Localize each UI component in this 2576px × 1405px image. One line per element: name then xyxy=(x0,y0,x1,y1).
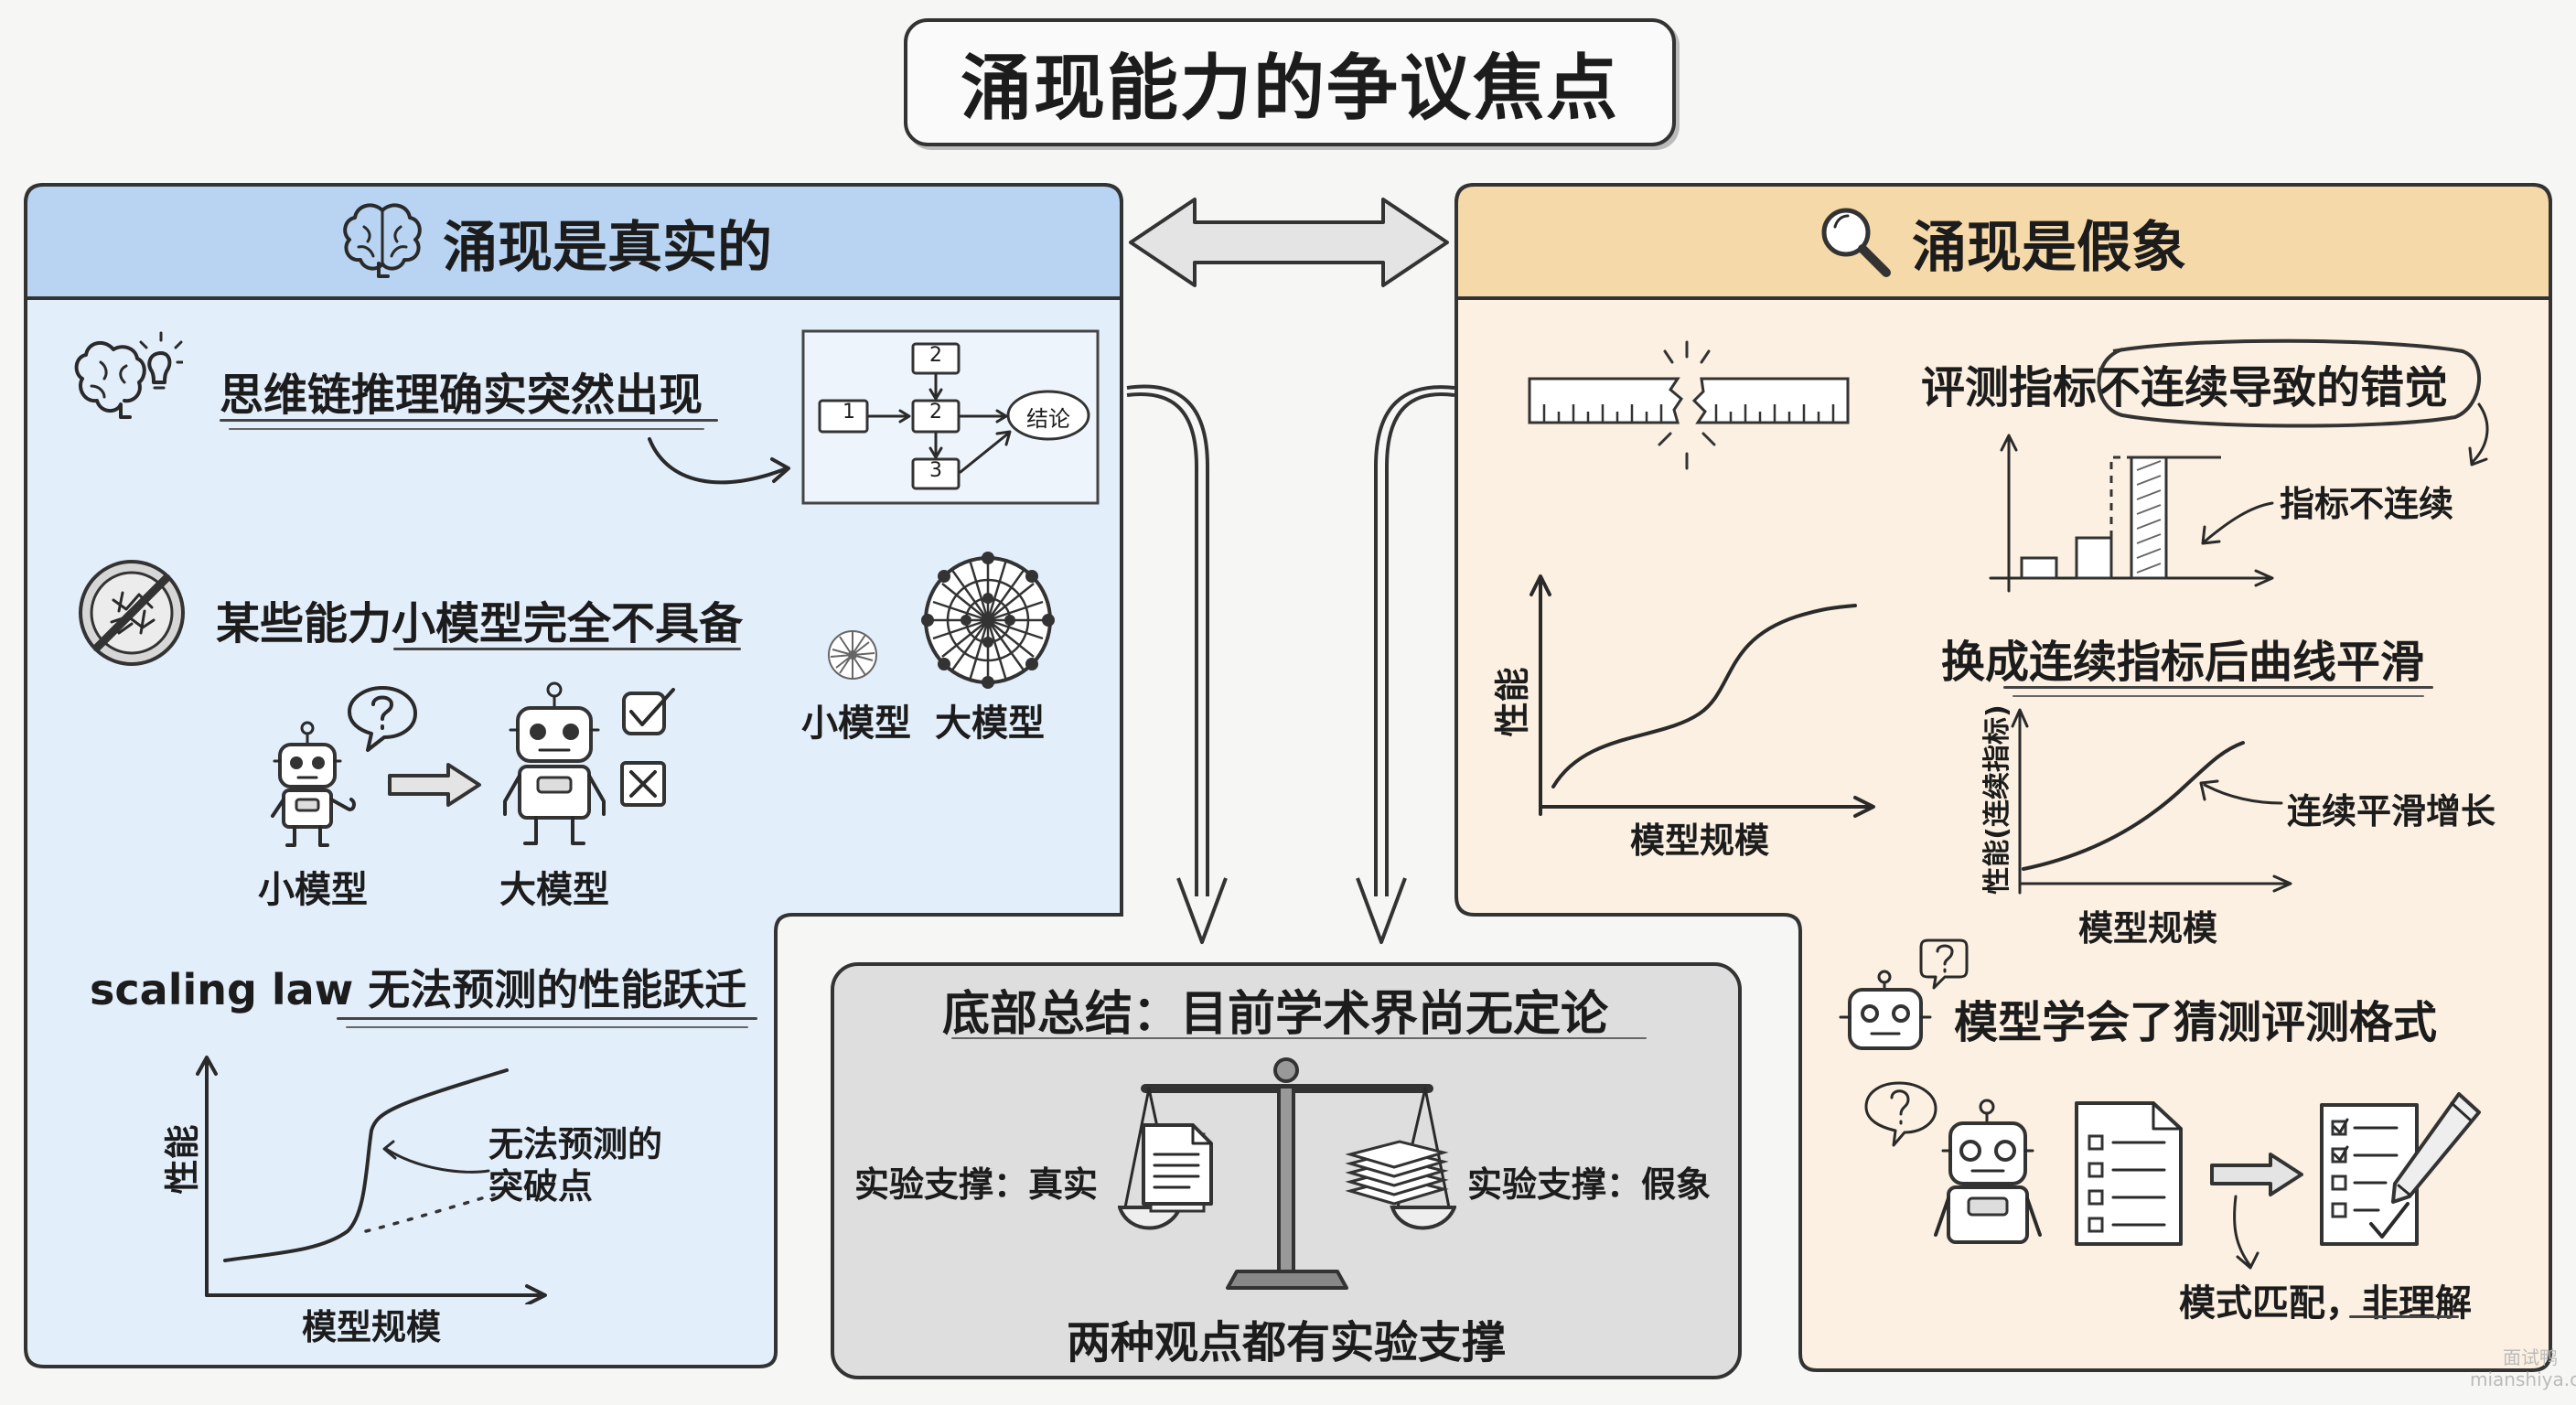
page-title: 涌现能力的争议焦点 xyxy=(960,48,1619,130)
flow-node-2-top-label: 2 xyxy=(929,344,942,367)
broken-ruler-icon xyxy=(1528,340,1850,470)
scale-icon xyxy=(1118,1057,1456,1290)
brain-icon xyxy=(343,203,422,278)
bar-3 xyxy=(2130,456,2168,580)
flow-node-3 xyxy=(911,457,961,490)
flow-node-2-mid xyxy=(911,399,961,434)
flow-node-conclusion xyxy=(1006,390,1090,441)
smooth-xlabel: 模型规模 xyxy=(2078,908,2218,949)
flow-node-3-label: 3 xyxy=(929,459,942,482)
left-header-title: 涌现是真实的 xyxy=(443,216,772,280)
left-section2-title: 某些能力小模型完全不具备 xyxy=(216,598,744,649)
smooth-ylabel: 性能(连续指标) xyxy=(1981,704,2013,895)
right-section3-caption: 模式匹配，非理解 xyxy=(2179,1282,2472,1325)
document-icon xyxy=(1142,1123,1213,1213)
breakthrough-pointer xyxy=(382,1140,490,1174)
right-arrow-icon xyxy=(388,763,481,807)
highlight-circle xyxy=(2097,338,2482,428)
small-robot-icon xyxy=(271,721,356,847)
magnifier-icon xyxy=(1821,208,1891,277)
left-section3-underline xyxy=(337,1017,757,1020)
jump-curve xyxy=(223,1068,509,1262)
flow-node-2-top xyxy=(911,342,961,375)
discontinuity-label: 指标不连续 xyxy=(2280,484,2454,524)
flow-node-1-label: 1 xyxy=(843,401,855,424)
small-network-label: 小模型 xyxy=(801,702,911,745)
watermark-line1: 面试鸭 xyxy=(2503,1346,2558,1368)
flow-arrow-curved xyxy=(648,437,790,485)
right-panel-frame xyxy=(1454,183,2552,1372)
page-title-box: 涌现能力的争议焦点 xyxy=(904,18,1676,146)
sigmoid-xlabel: 模型规模 xyxy=(1630,820,1770,861)
flow-node-1 xyxy=(818,399,869,434)
left-section2-underline xyxy=(393,648,741,650)
summary-right-label: 实验支撑：假象 xyxy=(1467,1164,1712,1205)
discontinuity-pointer xyxy=(2201,501,2274,545)
smooth-curve xyxy=(2022,741,2245,871)
left-section1-underline xyxy=(220,419,718,422)
bar-2 xyxy=(2075,536,2113,580)
check-icon xyxy=(622,688,675,735)
summary-left-label: 实验支撑：真实 xyxy=(854,1164,1099,1205)
no-symbol-icon xyxy=(79,560,185,666)
robot-question-icon xyxy=(1839,938,1969,1050)
sigmoid-ylabel: 性能 xyxy=(1492,667,1533,737)
left-section1-title: 思维链推理确实突然出现 xyxy=(220,370,703,421)
right-section3-title: 模型学会了猜测评测格式 xyxy=(1954,997,2438,1048)
large-network-label: 大模型 xyxy=(935,702,1045,745)
connector-arrows xyxy=(1126,384,1455,944)
watermark-line2: mianshiya.com xyxy=(2470,1368,2576,1390)
left-chart-ylabel: 性能 xyxy=(162,1124,203,1195)
small-model-label: 小模型 xyxy=(258,869,368,911)
caption-pointer xyxy=(2233,1195,2259,1270)
summary-title: 底部总结：目前学术界尚无定论 xyxy=(942,987,1609,1042)
cross-icon xyxy=(620,761,666,807)
smooth-chart xyxy=(2011,708,2292,895)
flow-node-conclusion-label: 结论 xyxy=(1026,406,1070,432)
extrapolation-line xyxy=(364,1193,496,1233)
discrete-bar-chart xyxy=(1989,434,2274,593)
right-arrow-icon-2 xyxy=(2210,1153,2303,1196)
paper-stack-icon xyxy=(1345,1140,1449,1206)
breakthrough-label-line1: 无法预测的 xyxy=(488,1124,663,1164)
bar-1 xyxy=(2020,556,2058,580)
left-section3-title: scaling law 无法预测的性能跃迁 xyxy=(90,965,747,1014)
highlight-arrow xyxy=(2468,402,2489,467)
thinking-robot-icon xyxy=(1864,1081,2042,1244)
jump-chart xyxy=(196,1056,547,1304)
sigmoid-curve xyxy=(1551,604,1857,788)
right-section1-title: 评测指标不连续导致的错觉 xyxy=(1921,362,2449,413)
checklist-icon xyxy=(2075,1101,2183,1246)
flow-node-2-mid-label: 2 xyxy=(929,401,942,424)
reasoning-flow-diagram xyxy=(801,329,1100,505)
left-chart-xlabel: 模型规模 xyxy=(302,1307,442,1347)
small-network-icon xyxy=(828,630,877,680)
summary-footer: 两种观点都有实验支撑 xyxy=(1067,1317,1507,1368)
large-model-label: 大模型 xyxy=(499,869,609,911)
sigmoid-chart xyxy=(1530,574,1875,818)
large-robot-icon xyxy=(503,681,606,845)
question-bubble-icon xyxy=(348,686,417,752)
right-header-title: 涌现是假象 xyxy=(1912,216,2186,280)
breakthrough-label-line2: 突破点 xyxy=(488,1166,594,1207)
smooth-note: 连续平滑增长 xyxy=(2287,791,2496,831)
large-network-icon xyxy=(921,552,1055,689)
double-arrow-icon xyxy=(1129,198,1449,287)
right-section2-underline xyxy=(2003,686,2433,689)
smooth-pointer xyxy=(2199,779,2283,805)
graded-sheet-icon xyxy=(2320,1092,2481,1246)
right-section2-title: 换成连续指标后曲线平滑 xyxy=(1941,637,2425,688)
brain-lightbulb-icon xyxy=(74,331,183,419)
